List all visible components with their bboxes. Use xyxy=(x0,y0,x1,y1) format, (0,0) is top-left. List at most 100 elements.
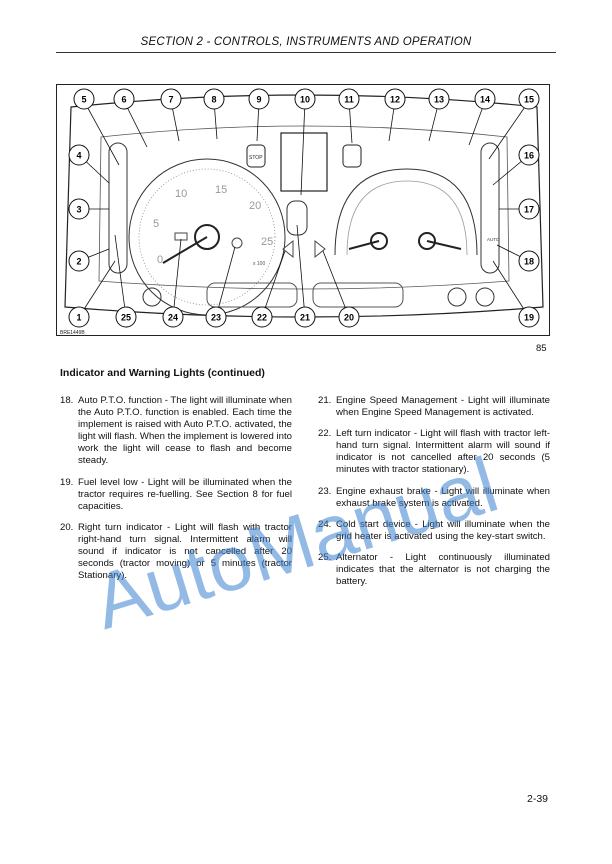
callout-17: 17 xyxy=(518,198,540,220)
switch-left-1 xyxy=(142,287,162,307)
list-item: 24. Cold start device - Light will illum… xyxy=(318,519,550,543)
center-display xyxy=(280,132,328,192)
list-item: 23. Engine exhaust brake - Light will il… xyxy=(318,486,550,510)
item-text: Fuel level low - Light will be illuminat… xyxy=(78,476,292,512)
tacho-label-5: 5 xyxy=(153,218,159,230)
item-text: Auto P.T.O. function - The light will il… xyxy=(78,395,293,467)
tacho-label-10: 10 xyxy=(175,188,187,200)
callout-21: 21 xyxy=(294,306,316,328)
exhaust-brake-icon xyxy=(231,237,243,249)
callout-22: 22 xyxy=(251,306,273,328)
svg-text:5: 5 xyxy=(81,95,86,105)
item-text: Alternator - Light continuously illumina… xyxy=(336,551,550,588)
instrument-cluster-figure: 0 5 10 15 20 25 x 100 STOP AUTO xyxy=(56,84,550,336)
callout-19: 19 xyxy=(518,306,540,328)
svg-text:3: 3 xyxy=(76,205,81,215)
item-number: 19. xyxy=(60,476,74,488)
tacho-label-0: 0 xyxy=(157,254,163,266)
stop-light xyxy=(246,144,266,168)
svg-text:9: 9 xyxy=(256,95,261,105)
svg-text:24: 24 xyxy=(168,313,178,323)
list-item: 21. Engine Speed Management - Light will… xyxy=(318,395,550,419)
auto-label: AUTO xyxy=(487,237,500,242)
svg-text:25: 25 xyxy=(121,313,131,323)
right-warning-pod xyxy=(480,142,500,274)
page-number: 2-39 xyxy=(527,793,549,805)
item-text: Right turn indicator - Light will flash … xyxy=(78,521,292,582)
callout-11: 11 xyxy=(338,88,360,110)
left-column: 18. Auto P.T.O. function - The light wil… xyxy=(60,395,292,591)
callout-25: 25 xyxy=(115,306,137,328)
item-text: Cold start device - Light will illuminat… xyxy=(336,518,550,542)
callout-1: 1 xyxy=(68,306,90,328)
cluster-inner-outline xyxy=(98,125,510,290)
list-item: 18. Auto P.T.O. function - The light wil… xyxy=(60,395,292,468)
figure-number: 85 xyxy=(536,343,547,354)
item-number: 25. xyxy=(318,551,332,563)
item-number: 21. xyxy=(318,395,332,406)
callout-7: 7 xyxy=(160,88,182,110)
esm-light xyxy=(286,200,308,236)
temp-gauge-needle xyxy=(348,240,380,250)
svg-text:8: 8 xyxy=(211,95,216,105)
battery-icon xyxy=(174,232,188,241)
item-text: Engine exhaust brake - Light will illumi… xyxy=(336,485,550,509)
temp-fuel-gauges xyxy=(334,168,478,256)
callout-23: 23 xyxy=(205,306,227,328)
item-number: 24. xyxy=(318,518,332,530)
callout-6: 6 xyxy=(113,88,135,110)
svg-text:6: 6 xyxy=(121,95,126,105)
header-rule xyxy=(56,52,556,53)
svg-text:12: 12 xyxy=(390,95,400,105)
svg-text:11: 11 xyxy=(344,95,354,105)
switch-right-1 xyxy=(447,287,467,307)
stop-label: STOP xyxy=(249,155,263,161)
svg-text:23: 23 xyxy=(211,313,221,323)
callout-3: 3 xyxy=(68,198,90,220)
svg-text:20: 20 xyxy=(344,313,354,323)
tacho-unit: x 100 xyxy=(253,261,265,267)
right-column: 21. Engine Speed Management - Light will… xyxy=(318,395,550,597)
callout-14: 14 xyxy=(474,88,496,110)
callout-8: 8 xyxy=(203,88,225,110)
svg-text:22: 22 xyxy=(257,313,267,323)
warning-light xyxy=(342,144,362,168)
tacho-label-15: 15 xyxy=(215,184,227,196)
left-warning-pod xyxy=(108,142,128,274)
svg-text:21: 21 xyxy=(300,313,310,323)
svg-text:18: 18 xyxy=(524,257,534,267)
section-header: SECTION 2 - CONTROLS, INSTRUMENTS AND OP… xyxy=(140,36,472,48)
callouts: 5 6 7 8 9 10 11 12 13 14 15 4 3 2 16 17 … xyxy=(68,88,540,328)
section-title: Indicator and Warning Lights (continued) xyxy=(60,367,265,379)
item-text: Engine Speed Management - Light will ill… xyxy=(336,395,550,419)
left-turn-arrow-icon xyxy=(282,239,294,259)
list-item: 25. Alternator - Light continuously illu… xyxy=(318,552,550,588)
item-number: 22. xyxy=(318,428,332,440)
svg-text:14: 14 xyxy=(480,95,490,105)
svg-text:19: 19 xyxy=(524,313,534,323)
svg-text:16: 16 xyxy=(524,151,534,161)
tacho-label-25: 25 xyxy=(261,236,273,248)
svg-text:15: 15 xyxy=(524,95,534,105)
switch-right-2 xyxy=(475,287,495,307)
svg-text:17: 17 xyxy=(524,205,534,215)
item-number: 23. xyxy=(318,485,332,497)
item-number: 18. xyxy=(60,395,74,406)
switch-panel-left xyxy=(206,282,298,308)
figure-code: BRE1449B xyxy=(60,330,85,336)
svg-text:2: 2 xyxy=(76,257,81,267)
svg-text:10: 10 xyxy=(300,95,310,105)
svg-text:7: 7 xyxy=(168,95,173,105)
callout-18: 18 xyxy=(518,250,540,272)
list-item: 20. Right turn indicator - Light will fl… xyxy=(60,522,292,582)
callout-15: 15 xyxy=(518,88,540,110)
callout-12: 12 xyxy=(384,88,406,110)
item-text: Left turn indicator - Light will flash w… xyxy=(336,428,550,476)
callout-9: 9 xyxy=(248,88,270,110)
tacho-needle xyxy=(162,236,208,264)
leader-lines xyxy=(78,100,530,318)
switch-panel-right xyxy=(312,282,404,308)
callout-4: 4 xyxy=(68,144,90,166)
instrument-cluster-diagram: 0 5 10 15 20 25 x 100 STOP AUTO xyxy=(60,88,544,336)
svg-text:1: 1 xyxy=(76,313,81,323)
